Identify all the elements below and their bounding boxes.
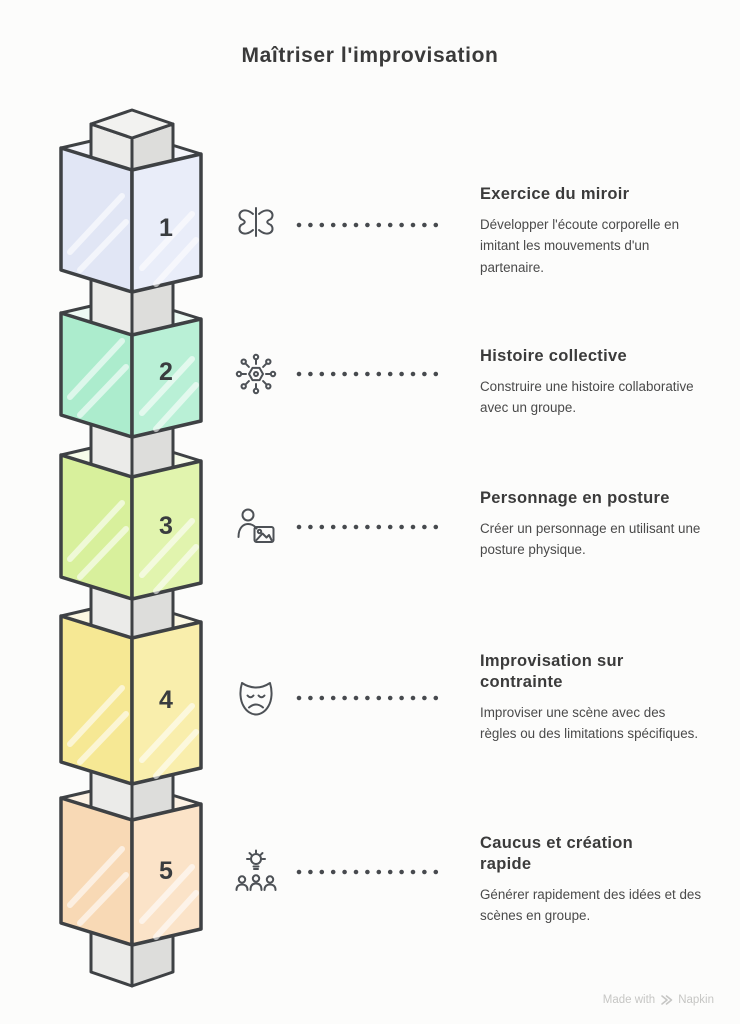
idea-group-icon <box>235 849 277 891</box>
block-number: 4 <box>159 686 173 714</box>
watermark-brand: Napkin <box>678 994 714 1006</box>
block-1: 1 <box>59 146 203 294</box>
block-number: 2 <box>159 358 173 386</box>
block-number: 3 <box>159 512 173 540</box>
dotted-connector <box>296 371 450 377</box>
theater-mask-icon <box>239 682 273 716</box>
block-left-face <box>59 796 134 947</box>
shine-streaks <box>67 338 199 432</box>
page-title: Maîtriser l'improvisation <box>241 44 499 67</box>
block-number: 5 <box>159 857 173 885</box>
dotted-connector <box>296 222 450 228</box>
shine-streaks <box>67 846 199 940</box>
item-text: Caucus et création rapide Générer rapide… <box>480 833 702 927</box>
item-text: Improvisation sur contrainte Improviser … <box>480 651 702 745</box>
dotted-connector <box>296 524 450 530</box>
block-5: 5 <box>59 796 203 947</box>
item-description: Créer un personnage en utilisant une pos… <box>480 520 701 558</box>
network-hub-icon <box>235 353 277 395</box>
block-number: 1 <box>159 214 173 242</box>
item-description: Développer l'écoute corporelle en imitan… <box>480 216 680 275</box>
dotted-connector <box>296 869 450 875</box>
item-title: Histoire collective <box>480 347 627 365</box>
item-title: Exercice du miroir <box>480 185 630 203</box>
made-with-napkin-watermark: Made with Napkin <box>603 994 714 1006</box>
item-description: Construire une histoire collaborative av… <box>480 378 694 416</box>
block-left-face <box>59 614 134 786</box>
shine-streaks <box>67 685 199 779</box>
item-text: Histoire collective Construire une histo… <box>480 346 702 419</box>
item-title: Improvisation sur contrainte <box>480 652 624 691</box>
column-top-face <box>89 108 175 140</box>
shine-streaks <box>67 193 199 287</box>
shine-streaks <box>67 500 199 594</box>
napkin-logo-icon <box>661 995 673 1005</box>
item-title: Personnage en posture <box>480 489 670 507</box>
mirror-symmetry-icon <box>238 207 274 237</box>
person-image-icon <box>237 508 275 543</box>
block-3: 3 <box>59 453 203 601</box>
dotted-connector <box>296 695 450 701</box>
item-description: Générer rapidement des idées et des scèn… <box>480 886 702 924</box>
item-title: Caucus et création rapide <box>480 834 634 873</box>
watermark-prefix: Made with <box>602 994 656 1006</box>
block-tower: 1 2 3 <box>59 108 203 988</box>
block-4: 4 <box>59 614 203 786</box>
block-2: 2 <box>59 311 203 439</box>
item-text: Exercice du miroir Développer l'écoute c… <box>480 184 702 278</box>
item-text: Personnage en posture Créer un personnag… <box>480 488 702 561</box>
item-description: Improviser une scène avec des règles ou … <box>480 704 699 742</box>
